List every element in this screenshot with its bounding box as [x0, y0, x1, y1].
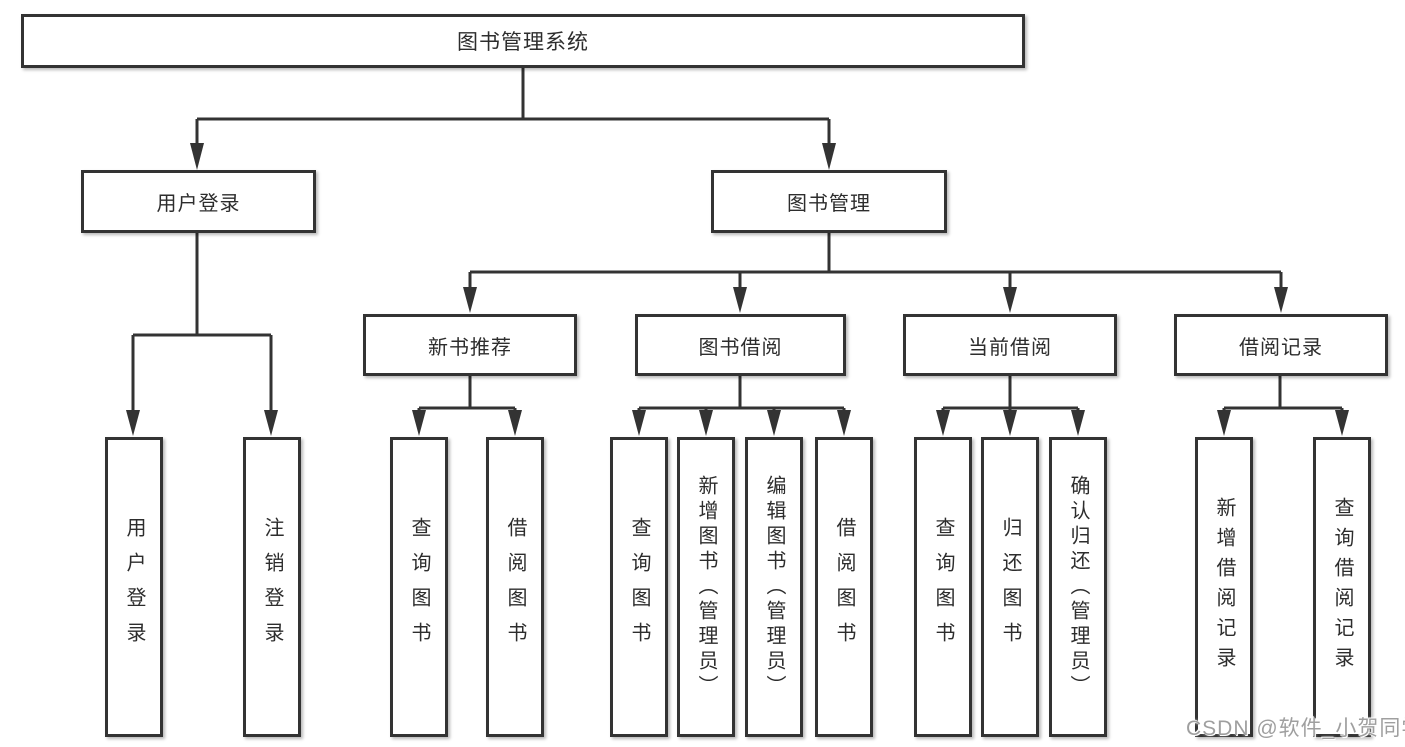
node-current-borrowing: 当前借阅 [903, 314, 1117, 376]
node-library-management-system: 图书管理系统 [21, 14, 1025, 68]
node-user-login-branch: 用户登录 [81, 170, 316, 233]
leaf-query-borrow-record: 查询借阅记录 [1313, 437, 1371, 737]
leaf-borrow-books-2: 借阅图书 [815, 437, 873, 737]
leaf-add-borrow-record: 新增借阅记录 [1195, 437, 1253, 737]
node-new-book-recommendation: 新书推荐 [363, 314, 577, 376]
node-borrowing-records: 借阅记录 [1174, 314, 1388, 376]
leaf-edit-books-admin: 编辑图书（管理员） [745, 437, 803, 737]
leaf-query-books-2: 查询图书 [610, 437, 668, 737]
leaf-confirm-return-admin: 确认归还（管理员） [1049, 437, 1107, 737]
leaf-query-books-1: 查询图书 [390, 437, 448, 737]
csdn-watermark: CSDN @软件_小贺同学 [1186, 717, 1405, 740]
leaf-query-books-3: 查询图书 [914, 437, 972, 737]
leaf-user-login: 用户登录 [105, 437, 163, 737]
leaf-borrow-books-1: 借阅图书 [486, 437, 544, 737]
leaf-return-books: 归还图书 [981, 437, 1039, 737]
leaf-add-books-admin: 新增图书（管理员） [677, 437, 735, 737]
node-book-borrowing: 图书借阅 [635, 314, 846, 376]
node-book-management-branch: 图书管理 [711, 170, 947, 233]
leaf-logout: 注销登录 [243, 437, 301, 737]
